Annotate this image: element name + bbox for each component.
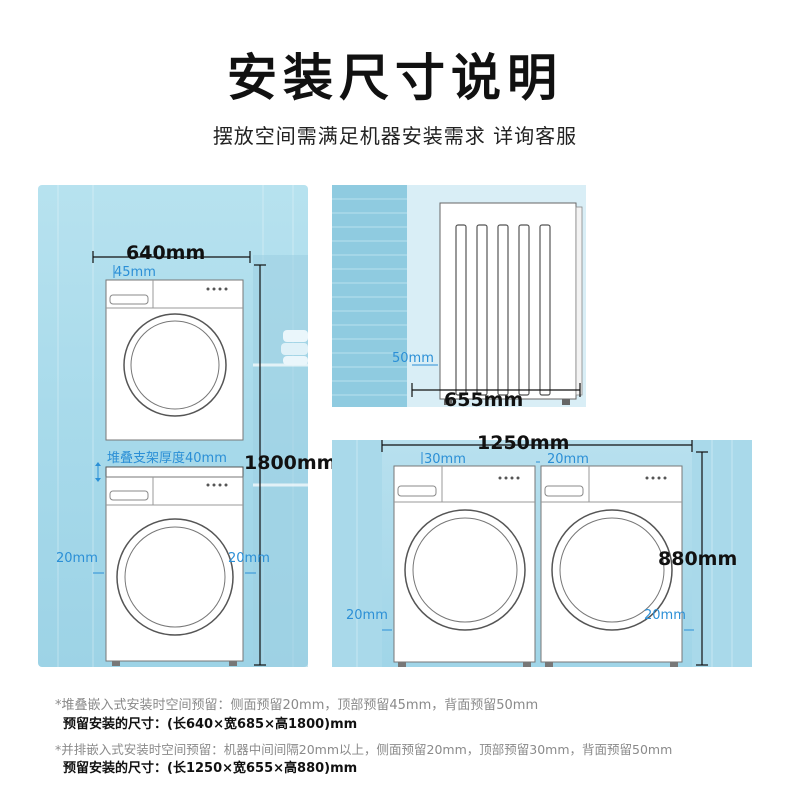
stacked-side-right-label: 20mm (228, 551, 270, 566)
sbs-height-label: 880mm (658, 548, 738, 570)
stack-rule-note: *堆叠嵌入式安装时空间预留：侧面预留20mm，顶部预留45mm，背面预留50mm (55, 698, 539, 713)
page-subtitle: 摆放空间需满足机器安装需求 详询客服 (212, 124, 578, 148)
side-view-illustration (332, 185, 586, 407)
side-depth-label: 655mm (444, 389, 524, 411)
side-back-gap-label: 50mm (392, 351, 434, 366)
right-dryer (540, 465, 683, 667)
left-washer (393, 465, 536, 667)
sbs-width-label: 1250mm (477, 432, 570, 454)
top-dryer (105, 279, 244, 441)
side-size-note: 预留安装的尺寸：(长1250×宽655×高880)mm (63, 761, 358, 776)
bottom-washer (105, 476, 244, 666)
side-by-side-illustration (332, 440, 752, 667)
stacked-install-panel: 640mm 45mm 堆叠支架厚度40mm 1800mm 20mm 20mm (38, 185, 336, 667)
stacked-width-label: 640mm (126, 242, 206, 264)
sbs-side-right-label: 20mm (644, 608, 686, 623)
sbs-middle-gap-label: 20mm (547, 452, 589, 467)
side-view-panel: 50mm 655mm (332, 185, 586, 411)
machine-side-body (439, 202, 583, 405)
stacked-install-illustration (57, 185, 308, 667)
side-rule-note: *并排嵌入式安装时空间预留：机器中间间隔20mm以上，侧面预留20mm，顶部预留… (55, 742, 673, 757)
page-title: 安装尺寸说明 (227, 49, 563, 107)
stacked-bracket-label: 堆叠支架厚度40mm (107, 451, 227, 466)
side-by-side-panel: 1250mm 30mm 20mm 880mm 20mm 20mm (332, 432, 752, 667)
sbs-side-left-label: 20mm (346, 608, 388, 623)
stacked-height-label: 1800mm (244, 452, 337, 474)
stack-size-note: 预留安装的尺寸：(长640×宽685×高1800)mm (63, 717, 358, 732)
stacked-side-left-label: 20mm (56, 551, 98, 566)
sbs-top-gap-label: 30mm (424, 452, 466, 467)
installation-notes: *堆叠嵌入式安装时空间预留：侧面预留20mm，顶部预留45mm，背面预留50mm… (55, 696, 775, 778)
stacked-top-gap-label: 45mm (114, 265, 156, 280)
